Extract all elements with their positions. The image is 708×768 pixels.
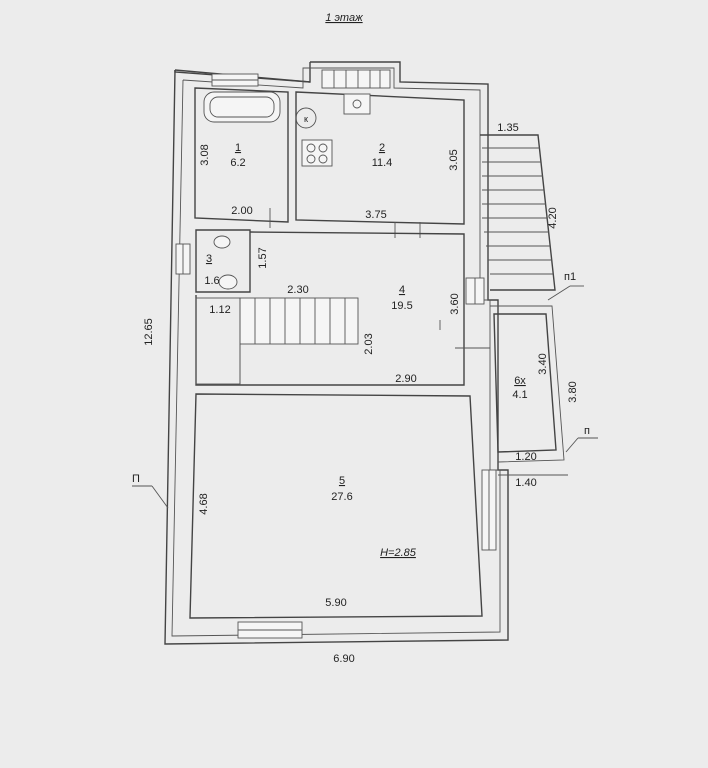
interior-stairs	[239, 297, 359, 385]
stove-icon	[301, 139, 333, 167]
room-2: к 2 11.4 3.05 3.75	[269, 91, 465, 238]
room-1-number: 1	[235, 142, 241, 154]
dim-3-08: 3.08	[199, 144, 211, 165]
room-3: 3 1.6 1.57	[175, 229, 269, 293]
dim-1-12: 1.12	[209, 304, 230, 316]
exterior-stairs: 1.35 4.20	[480, 122, 559, 291]
dim-12-65: 12.65	[143, 318, 155, 346]
dim-1-35: 1.35	[497, 122, 518, 134]
dim-2-90: 2.90	[395, 373, 416, 385]
room-2-number: 2	[379, 142, 385, 154]
dim-1-57: 1.57	[257, 247, 269, 268]
sink-icon	[343, 93, 371, 115]
room-4: 4 19.5 2.30 3.60 1.12 2.03 2.90	[195, 231, 490, 386]
svg-text:п1: п1	[564, 271, 576, 283]
dim-3-75: 3.75	[365, 209, 386, 221]
dim-4-68: 4.68	[198, 493, 210, 514]
right-window-lower	[481, 469, 497, 551]
dim-2-00: 2.00	[231, 205, 252, 217]
room-4-number: 4	[399, 284, 405, 296]
dim-6-90: 6.90	[333, 653, 354, 665]
toilet-icon	[213, 235, 231, 249]
dim-2-30: 2.30	[287, 284, 308, 296]
dim-4-20: 4.20	[547, 207, 559, 228]
bathtub-icon	[203, 91, 281, 123]
svg-text:п: п	[584, 425, 590, 437]
room-2-area: 11.4	[372, 157, 393, 169]
room-6-area: 4.1	[512, 389, 527, 401]
boiler-icon	[295, 107, 317, 129]
marker-p-right: п	[565, 425, 598, 453]
marker-p1: п1	[547, 271, 584, 301]
room-1-area: 6.2	[230, 157, 245, 169]
room-6: 6х 4.1 3.40 3.80 1.20 1.40	[490, 305, 579, 489]
room-5-area: 27.6	[331, 491, 352, 503]
ceiling-height: H=2.85	[380, 547, 417, 559]
room-6-number: 6х	[514, 375, 526, 387]
washbasin-icon	[218, 274, 238, 290]
floor-title: 1 этаж	[325, 12, 363, 24]
room-4-area: 19.5	[391, 300, 412, 312]
dim-3-60: 3.60	[449, 293, 461, 314]
room-5-number: 5	[339, 475, 345, 487]
dim-2-03: 2.03	[363, 333, 375, 354]
room-3-number: 3	[206, 253, 212, 265]
room-3-area: 1.6	[204, 275, 219, 287]
svg-text:П: П	[132, 473, 140, 485]
marker-p-left: П	[132, 473, 169, 509]
bottom-window	[237, 621, 303, 639]
dim-3-40: 3.40	[537, 353, 549, 374]
room-5: 5 27.6 H=2.85 4.68 5.90	[189, 393, 483, 619]
dim-3-05: 3.05	[448, 149, 460, 170]
room-1: 1 6.2 3.08 2.00	[194, 87, 289, 223]
dim-1-20: 1.20	[515, 451, 536, 463]
top-window-left	[211, 73, 259, 87]
boiler-label: к	[304, 114, 308, 124]
dim-1-40: 1.40	[515, 477, 536, 489]
top-window-right	[321, 69, 391, 89]
dim-3-80: 3.80	[567, 381, 579, 402]
dim-5-90: 5.90	[325, 597, 346, 609]
